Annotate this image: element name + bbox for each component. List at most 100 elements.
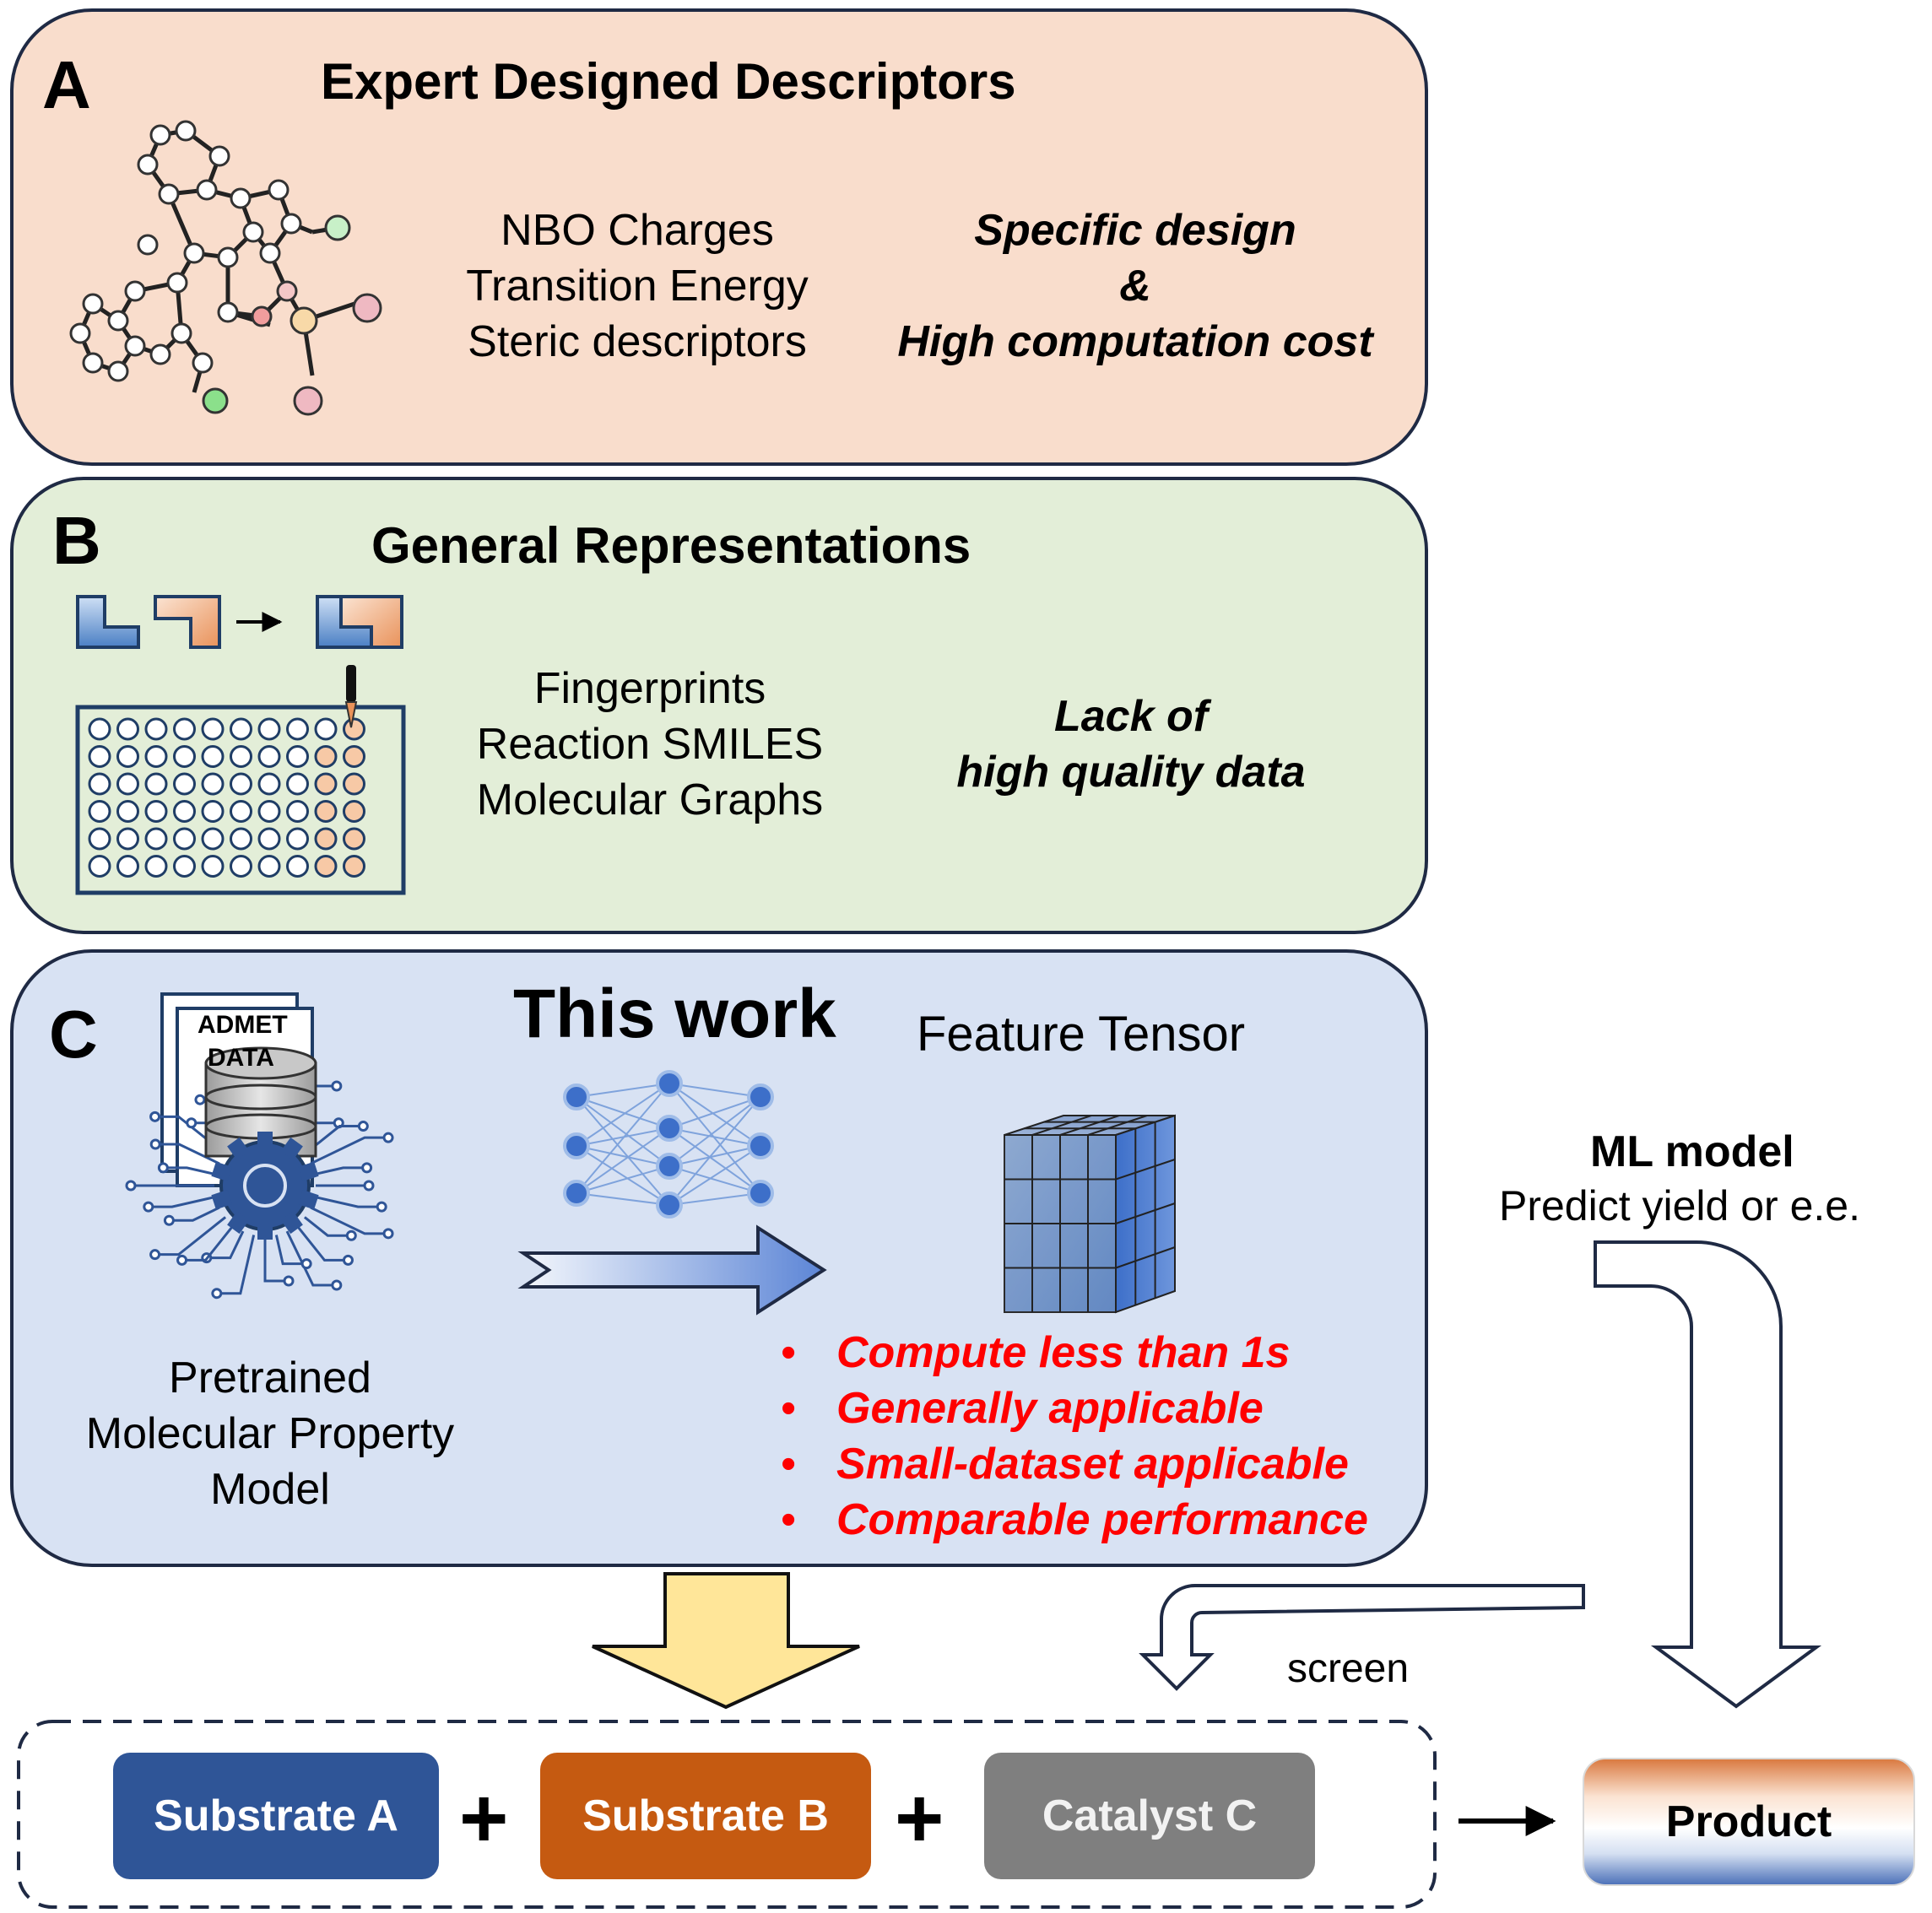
nn-node xyxy=(656,1192,683,1219)
drawback-line: Specific design xyxy=(974,206,1296,255)
panel-c-letter: C xyxy=(49,997,98,1072)
well xyxy=(116,827,139,851)
well xyxy=(144,717,168,741)
representation-item: Fingerprints xyxy=(533,664,766,713)
well xyxy=(88,855,111,878)
advantages-list: •Compute less than 1s •Generally applica… xyxy=(781,1325,1368,1548)
nn-node xyxy=(563,1132,590,1159)
well xyxy=(173,745,196,768)
well xyxy=(144,855,168,878)
well xyxy=(173,855,196,878)
substrate-b-box xyxy=(540,1753,871,1879)
well xyxy=(88,800,111,823)
well xyxy=(286,800,309,823)
plus-sign: + xyxy=(895,1771,944,1866)
nn-node xyxy=(563,1180,590,1207)
well xyxy=(230,855,252,878)
representation-item: Reaction SMILES xyxy=(476,720,824,769)
well xyxy=(343,717,365,741)
well xyxy=(257,855,281,878)
well xyxy=(173,827,196,851)
well xyxy=(257,827,281,851)
well xyxy=(88,772,111,796)
data-label: DATA xyxy=(208,1044,274,1072)
well xyxy=(286,745,309,768)
well xyxy=(314,827,338,851)
plus-sign: + xyxy=(459,1771,509,1866)
panel-a-drawback: Specific design & High computation cost xyxy=(869,203,1401,370)
panel-b-representations: Fingerprints Reaction SMILES Molecular G… xyxy=(447,661,852,828)
panel-a-title: Expert Designed Descriptors xyxy=(321,53,1016,110)
feature-arrow xyxy=(517,1224,827,1316)
drawback-line: Lack of xyxy=(1053,692,1209,741)
well xyxy=(201,745,225,768)
well xyxy=(343,800,365,823)
well xyxy=(144,745,168,768)
well xyxy=(257,800,281,823)
advantage-item: •Small-dataset applicable xyxy=(781,1440,1349,1489)
advantage-item: •Compute less than 1s xyxy=(781,1328,1291,1377)
well xyxy=(230,717,252,741)
molecule-atoms xyxy=(69,120,382,416)
nn-node xyxy=(747,1180,774,1207)
well xyxy=(286,827,309,851)
well xyxy=(201,800,225,823)
well xyxy=(173,800,196,823)
nn-node xyxy=(656,1153,683,1180)
screen-arrow xyxy=(1139,1584,1585,1691)
catalyst-label: Catalyst C xyxy=(1042,1791,1258,1840)
well xyxy=(286,717,309,741)
drawback-line: & xyxy=(1119,262,1151,311)
neural-network-icon xyxy=(563,1070,774,1219)
well xyxy=(173,717,196,741)
well xyxy=(230,800,252,823)
pretrained-model-label: Pretrained Molecular Property Model xyxy=(51,1350,490,1517)
well xyxy=(144,772,168,796)
feature-tensor-cube xyxy=(1004,1114,1176,1314)
panel-b-title: General Representations xyxy=(371,517,971,574)
well xyxy=(343,855,365,878)
feature-tensor-label: Feature Tensor xyxy=(917,1007,1246,1062)
well xyxy=(286,855,309,878)
well xyxy=(314,772,338,796)
model-label-line: Pretrained xyxy=(169,1354,371,1402)
well xyxy=(257,745,281,768)
representation-item: Molecular Graphs xyxy=(476,775,824,824)
advantage-item: •Comparable performance xyxy=(781,1495,1368,1544)
well xyxy=(286,772,309,796)
well xyxy=(173,772,196,796)
well xyxy=(88,717,111,741)
model-label-line: Molecular Property xyxy=(85,1409,455,1458)
panel-a-box xyxy=(10,8,1428,466)
well xyxy=(88,827,111,851)
product-box xyxy=(1583,1758,1915,1886)
admet-label: ADMET xyxy=(198,1011,288,1039)
well xyxy=(116,717,139,741)
nn-node xyxy=(563,1083,590,1111)
well-plate-icon xyxy=(75,665,406,895)
advantage-item: •Generally applicable xyxy=(781,1384,1264,1433)
ml-flow-arrow xyxy=(1594,1240,1822,1709)
well xyxy=(116,855,139,878)
well xyxy=(116,772,139,796)
nn-node xyxy=(747,1132,774,1159)
pretrained-model-icon xyxy=(125,992,394,1300)
descriptor-item: NBO Charges xyxy=(501,206,774,255)
ml-model-subtitle: Predict yield or e.e. xyxy=(1499,1182,1860,1229)
well xyxy=(201,717,225,741)
well xyxy=(201,855,225,878)
product-label: Product xyxy=(1665,1797,1832,1846)
nn-node xyxy=(656,1115,683,1142)
substrate-a-box xyxy=(113,1753,439,1879)
well xyxy=(144,800,168,823)
well xyxy=(201,827,225,851)
well xyxy=(201,772,225,796)
nn-node xyxy=(747,1083,774,1111)
well xyxy=(116,745,139,768)
well xyxy=(88,745,111,768)
well xyxy=(314,800,338,823)
screen-label: screen xyxy=(1287,1646,1410,1691)
well xyxy=(230,772,252,796)
ml-model-title: ML model xyxy=(1590,1127,1794,1176)
